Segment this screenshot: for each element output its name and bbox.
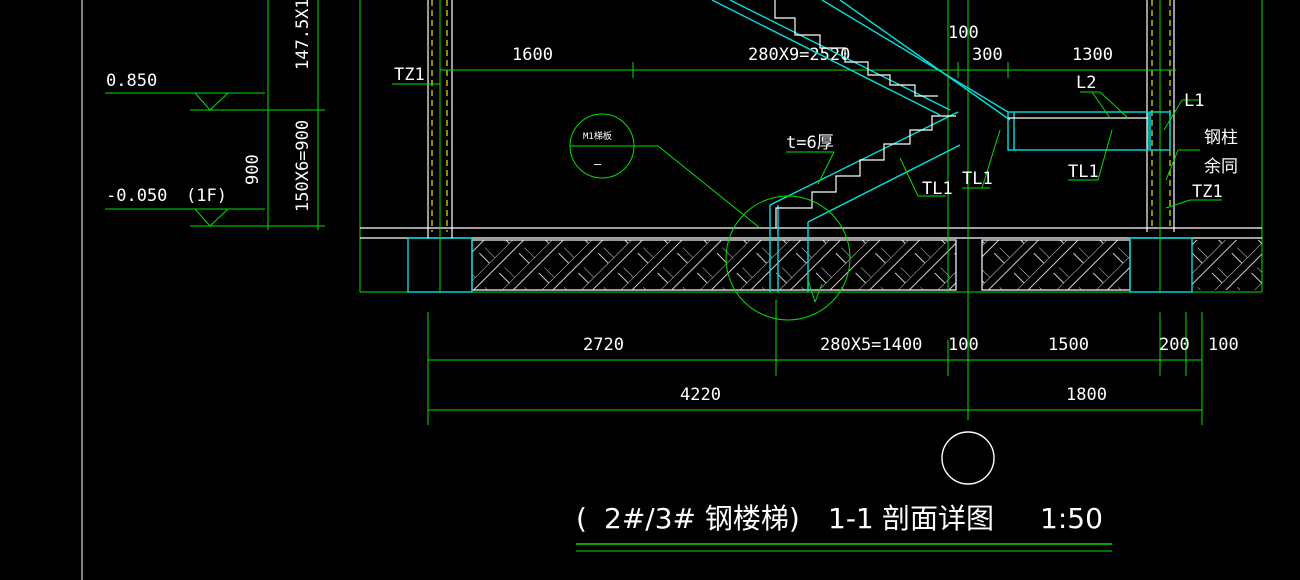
bottom-dimension-line-2 xyxy=(428,402,1202,418)
bottom-dim-4220: 4220 xyxy=(680,385,721,405)
top-dim-300: 300 xyxy=(972,45,1003,65)
title-desc: 剖面详图 xyxy=(882,502,994,535)
left-dimension-lines xyxy=(262,0,325,230)
title-section: 1-1 xyxy=(828,502,874,535)
leader-lines xyxy=(392,83,1222,209)
bottom-dim-100a: 100 xyxy=(948,335,979,355)
top-dimension-line xyxy=(440,62,1176,78)
top-dim-flight: 280X9=2520 xyxy=(748,45,850,65)
tl1-label-b: TL1 xyxy=(962,169,993,189)
l1-label: L1 xyxy=(1184,91,1204,111)
level-marker-upper xyxy=(105,92,325,111)
floor-slab-far-right xyxy=(1192,240,1262,290)
bottom-dim-200: 200 xyxy=(1159,335,1190,355)
floor-slab-left xyxy=(472,240,956,290)
tl1-label-a: TL1 xyxy=(922,179,953,199)
level-upper-label: 0.850 xyxy=(106,71,157,91)
rest-same-label: 余同 xyxy=(1204,157,1238,177)
height-900-label: 900 xyxy=(243,154,263,185)
left-column xyxy=(427,0,453,292)
bottom-dim-flight: 280X5=1400 xyxy=(820,335,922,355)
top-dim-1600: 1600 xyxy=(512,45,553,65)
bottom-dim-1500: 1500 xyxy=(1048,335,1089,355)
tz1-left-label: TZ1 xyxy=(394,65,425,85)
top-dim-1300: 1300 xyxy=(1072,45,1113,65)
tz1-right-label: TZ1 xyxy=(1192,182,1223,202)
lower-stair-flight xyxy=(769,111,961,303)
detail-num-label: — xyxy=(594,157,602,171)
axis-bubble xyxy=(941,431,995,485)
upper-stair-flight xyxy=(711,0,1011,121)
section-frame xyxy=(359,0,1263,293)
tl1-label-c: TL1 xyxy=(1068,162,1099,182)
floor-slab-right xyxy=(982,240,1130,290)
title-scale: 1:50 xyxy=(1040,502,1103,535)
lower-riser-label: 150X6=900 xyxy=(293,120,313,212)
bottom-dim-2720: 2720 xyxy=(583,335,624,355)
thickness-label: t=6厚 xyxy=(786,133,834,153)
top-dim-100: 100 xyxy=(948,23,979,43)
l2-label: L2 xyxy=(1076,73,1096,93)
bottom-dimension-line-1 xyxy=(427,300,1203,425)
bottom-dim-100b: 100 xyxy=(1208,335,1239,355)
bottom-dim-1800: 1800 xyxy=(1066,385,1107,405)
landing-platform xyxy=(1007,111,1171,151)
steel-column-label: 钢柱 xyxy=(1204,128,1238,148)
title-name: 2#/3# 钢楼梯) xyxy=(604,502,800,535)
level-marker-lower xyxy=(105,208,325,227)
detail-head-label: M1梯板 xyxy=(583,130,612,142)
title-underlines xyxy=(576,543,1112,552)
level-lower-label: -0.050 xyxy=(106,186,167,206)
title-open-paren: ( xyxy=(576,502,587,535)
upper-riser-label: 147.5X10= xyxy=(293,0,313,70)
detail-callout xyxy=(569,113,851,321)
floor-tag: (1F) xyxy=(186,186,227,206)
